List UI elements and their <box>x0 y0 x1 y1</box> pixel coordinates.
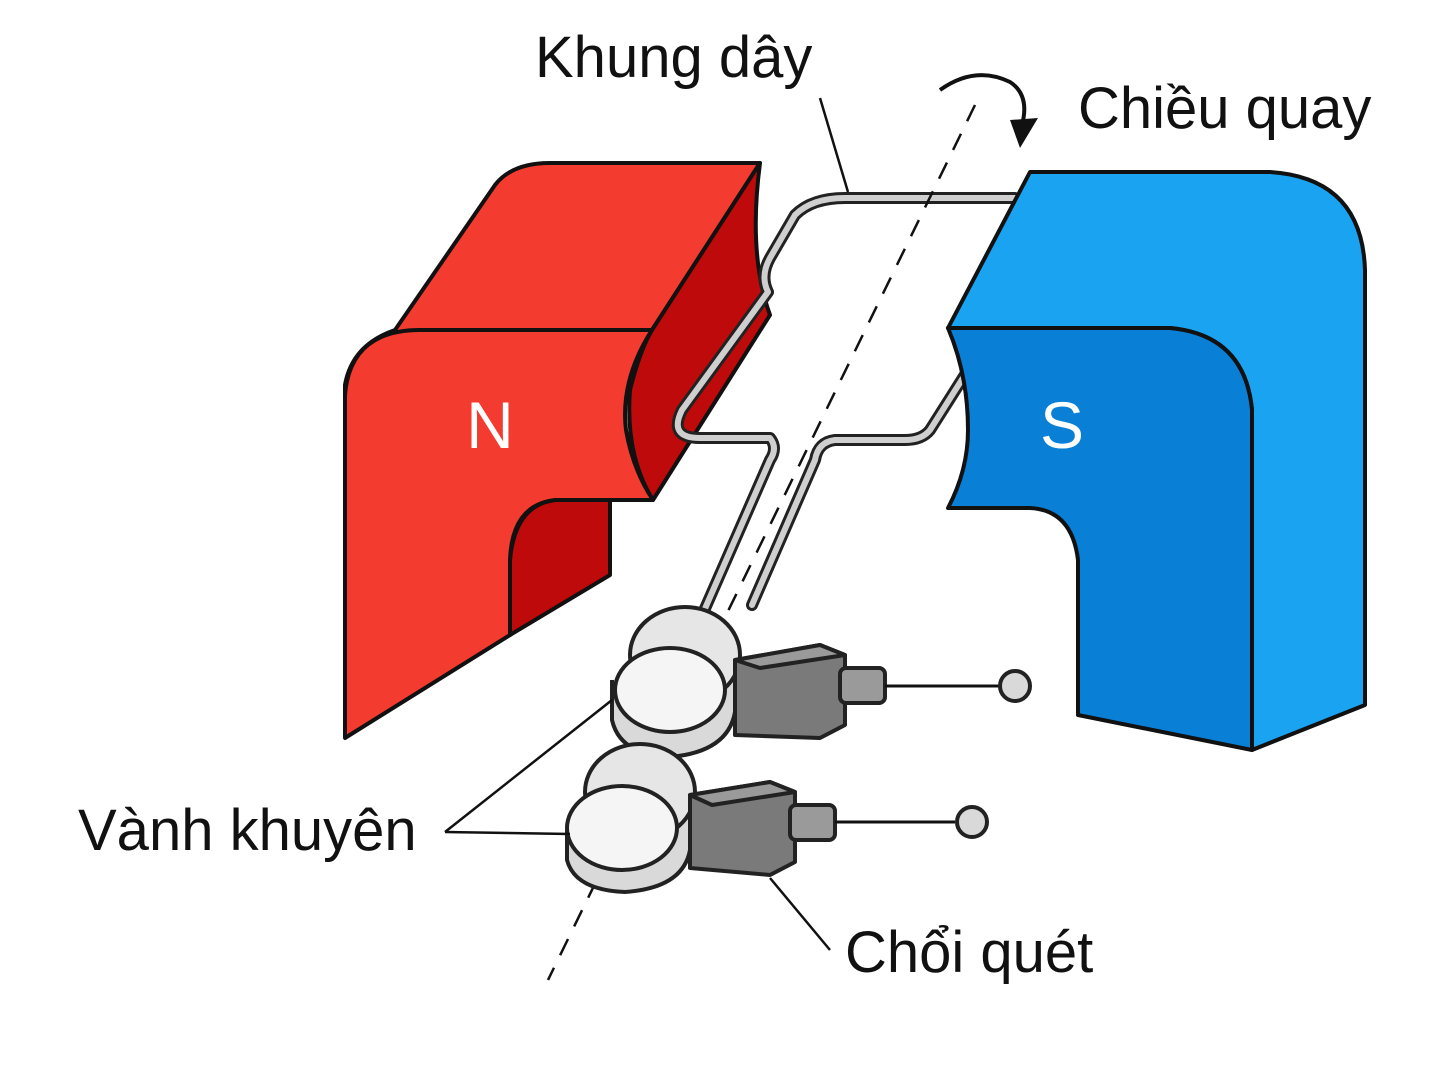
slip-ring-lower <box>565 742 697 894</box>
rotation-arrow <box>938 73 1038 148</box>
north-pole-label: N <box>466 388 514 462</box>
slip-ring-upper <box>610 605 742 759</box>
brush-lower <box>688 780 837 877</box>
slip-rings-label: Vành khuyên <box>78 798 417 863</box>
wire-coil <box>671 192 1021 626</box>
brushes-label: Chổi quét <box>845 920 1093 985</box>
terminal-lower <box>955 805 989 839</box>
terminal-upper <box>998 669 1032 703</box>
south-magnet-front <box>946 326 1254 752</box>
north-magnet <box>343 161 772 740</box>
north-magnet-inner-side <box>508 498 612 637</box>
rotation-label: Chiều quay <box>1078 76 1371 141</box>
brush-upper <box>733 643 887 740</box>
coil-label: Khung dây <box>535 25 812 90</box>
leader-lines <box>444 97 850 951</box>
north-magnet-front <box>343 328 655 740</box>
south-magnet <box>946 170 1367 752</box>
south-pole-label: S <box>1040 388 1084 462</box>
